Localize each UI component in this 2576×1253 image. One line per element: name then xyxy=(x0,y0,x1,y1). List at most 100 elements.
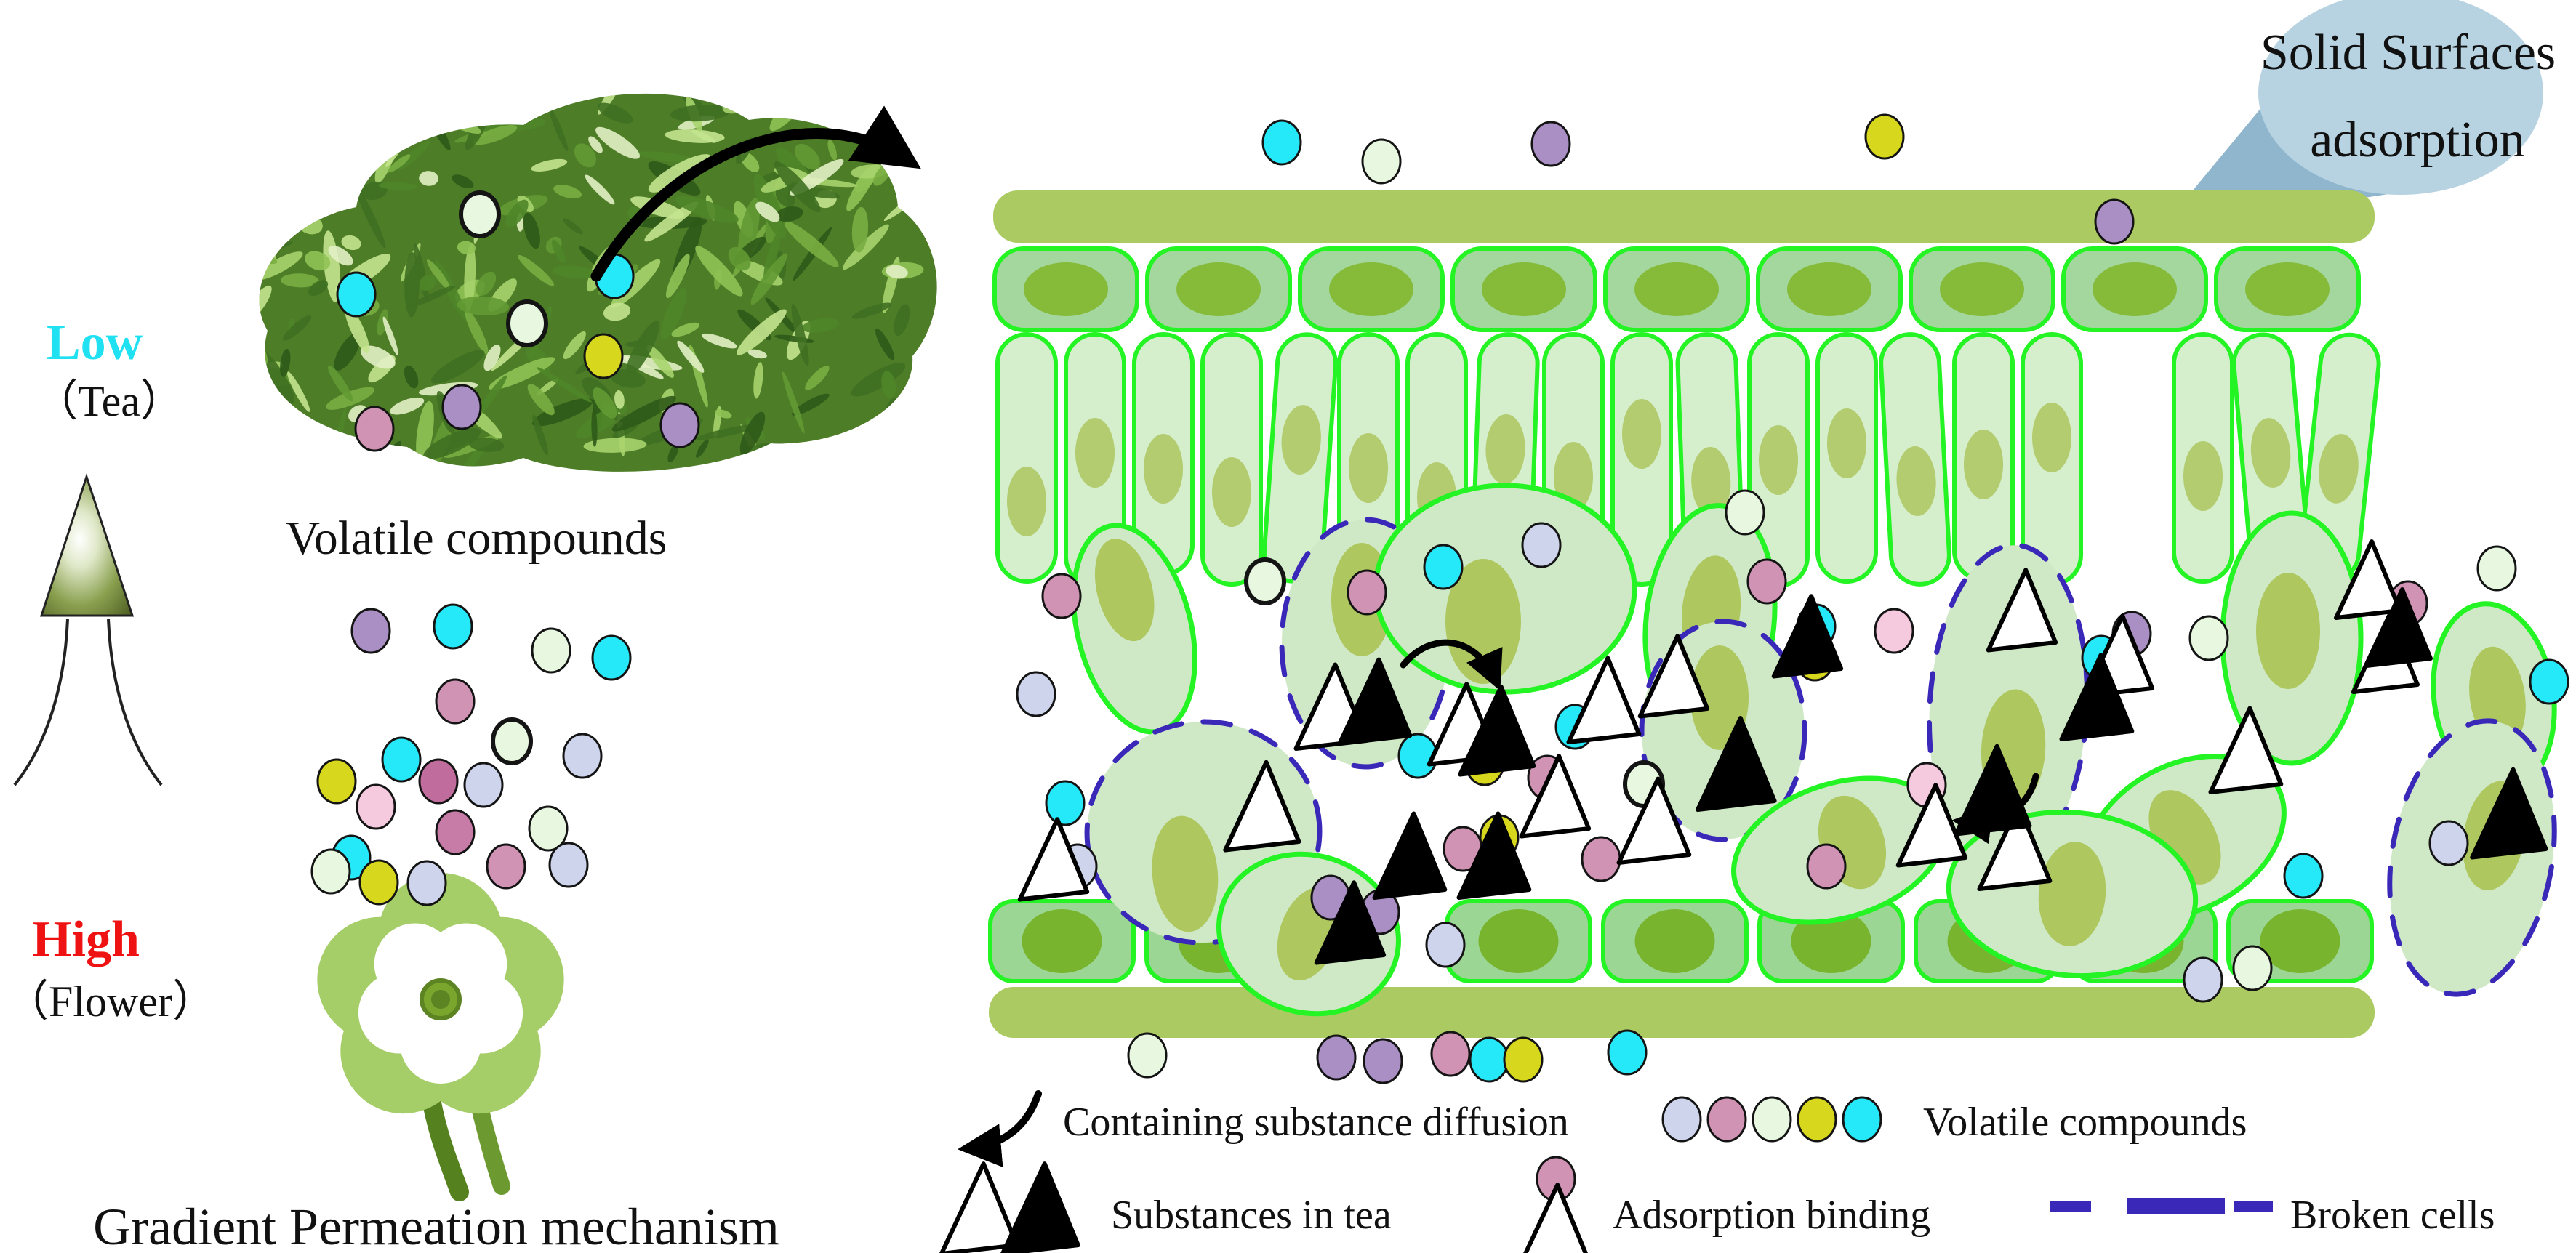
callout-bubble xyxy=(2258,0,2543,195)
tea-leaf xyxy=(278,97,307,130)
palisade-cell-group xyxy=(2172,332,2234,584)
tea-leaf xyxy=(505,199,529,227)
tea-leaf xyxy=(388,154,411,173)
tea-substance-triangle-filled xyxy=(1372,811,1448,900)
volatile-dot-cyan xyxy=(1842,1096,1882,1143)
volatile-dot-pale-green xyxy=(531,627,571,674)
volatile-dot-purple xyxy=(1316,1034,1357,1081)
volatile-dot-yellow xyxy=(1797,1096,1837,1143)
tea-leaf xyxy=(696,439,709,458)
tea-leaf xyxy=(750,253,787,305)
cell-nucleus xyxy=(2256,573,2320,689)
tea-leaf xyxy=(585,174,615,205)
volatile-dot-cyan xyxy=(2529,658,2569,705)
epidermis-nucleus xyxy=(1940,262,2024,316)
tea-leaf xyxy=(851,363,906,397)
epidermis-nucleus xyxy=(1022,909,1102,973)
tea-leaf xyxy=(614,390,625,409)
tea-leaf xyxy=(531,398,593,427)
tea-leaf xyxy=(476,271,497,297)
tea-leaf xyxy=(574,143,596,168)
tea-substance-triangle-outline xyxy=(939,1161,1019,1253)
volatile-dot-pink xyxy=(1706,1096,1747,1143)
tea-leaf xyxy=(843,224,889,270)
palisade-nucleus xyxy=(2183,441,2223,511)
tea-leaf xyxy=(371,107,414,118)
volatile-dot-cyan xyxy=(1261,119,1302,166)
tea-leaf xyxy=(841,435,860,472)
tea-leaf xyxy=(290,107,311,127)
callout-balloon xyxy=(2161,0,2543,229)
palisade-nucleus xyxy=(1622,399,1661,469)
tea-leaf xyxy=(625,340,653,347)
tea-leaf xyxy=(475,375,507,419)
volatile-dot-pale-green xyxy=(1127,1032,1168,1079)
tea-substance-triangle-filled xyxy=(2059,653,2135,741)
tea-leaf xyxy=(430,350,485,384)
tea-leaf xyxy=(259,221,276,265)
tea-leaf xyxy=(531,158,568,172)
tea-leaf xyxy=(329,144,352,159)
tea-substance-triangle-filled xyxy=(1000,1161,1080,1253)
tea-leaf xyxy=(334,332,361,371)
tea-leaf xyxy=(701,333,737,349)
tea-leaf xyxy=(259,249,278,265)
tea-leaf xyxy=(397,141,430,170)
volatile-dot-purple xyxy=(350,608,391,654)
tea-leaf xyxy=(404,252,420,318)
tea-leaf xyxy=(881,371,896,398)
volatile-dot-cyan xyxy=(2283,853,2324,899)
epidermis-nucleus xyxy=(1634,262,1719,316)
diffusion-arrows xyxy=(590,105,2039,1167)
tea-substance-triangle-outline xyxy=(1523,1183,1588,1253)
epidermis-nucleus xyxy=(2093,262,2177,316)
tea-leaf xyxy=(648,154,711,193)
tea-leaf xyxy=(597,102,633,124)
tea-leaf xyxy=(455,440,488,472)
legend-icons xyxy=(2050,1198,2273,1214)
tea-leaf xyxy=(775,206,803,222)
volatile-dot-lavender xyxy=(463,762,504,808)
tea-leaf xyxy=(350,93,378,102)
tea-leaf xyxy=(276,152,307,173)
flower-core-dot xyxy=(431,990,450,1009)
tea-leaf xyxy=(286,371,310,412)
epidermis-nucleus xyxy=(1024,262,1108,316)
tea-leaf xyxy=(588,136,603,153)
figure-labels: Low （Tea） High （Flower） Volatile compoun… xyxy=(5,25,2556,1253)
tea-leaf xyxy=(259,153,292,173)
legend-label-adsorption: Adsorption binding xyxy=(1613,1193,1930,1238)
volatile-dot-cyan xyxy=(1423,544,1464,590)
volatile-dot-yellow xyxy=(1503,1036,1544,1083)
tea-leaf xyxy=(791,303,809,366)
tea-leaf xyxy=(739,411,766,455)
tea-leaf xyxy=(755,201,780,222)
caption-gradient-permeation: Gradient Permeation mechanism xyxy=(93,1198,779,1253)
volatile-dot-purple xyxy=(441,384,482,430)
volatile-dot-pale-green xyxy=(1725,489,1765,536)
epidermis-nucleus xyxy=(1482,262,1566,316)
tea-leaf xyxy=(728,246,751,271)
volatile-dot-pale-green xyxy=(2188,615,2229,661)
tea-leaf xyxy=(792,393,830,416)
volatile-dot-yellow xyxy=(316,758,357,805)
tea-substance-triangle-filled xyxy=(1458,684,1536,777)
tea-leaf xyxy=(763,232,781,281)
tea-leaf xyxy=(423,428,481,459)
tea-leaf xyxy=(341,235,361,251)
volatile-dot-cyan xyxy=(1607,1029,1648,1076)
curved-arrow xyxy=(958,1090,1042,1167)
palisade-cell-group xyxy=(1610,332,1673,587)
palisade-nucleus xyxy=(1281,405,1321,475)
palisade-nucleus xyxy=(2319,434,2359,504)
tea-leaf xyxy=(404,365,419,389)
tea-leaf xyxy=(483,344,501,371)
tea-leaf xyxy=(345,305,370,354)
gradient-arrow-icon xyxy=(39,473,135,617)
curved-arrow xyxy=(1400,639,1503,691)
volatile-dot-plum xyxy=(435,809,476,855)
tea-leaf xyxy=(259,180,269,216)
tea-leaf xyxy=(551,239,566,263)
tea-leaf xyxy=(308,280,329,297)
palisade-cell-group xyxy=(1261,332,1339,584)
